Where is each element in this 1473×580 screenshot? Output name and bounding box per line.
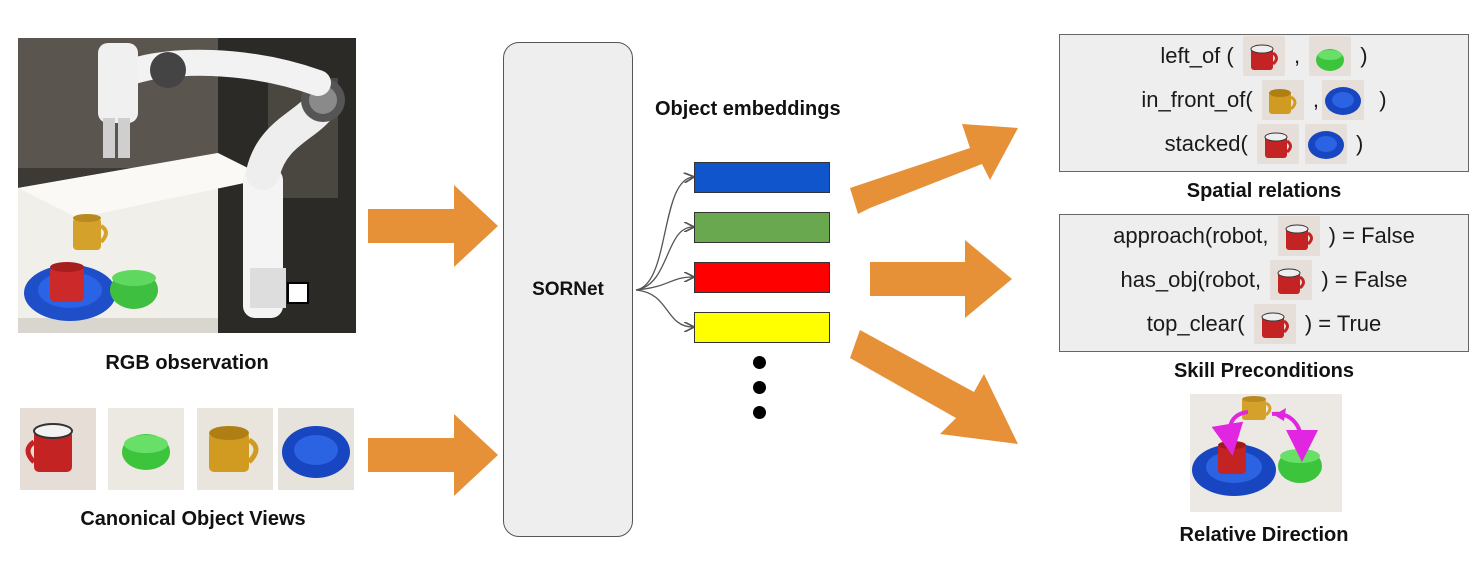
blue-plate-thumbnail <box>1304 124 1347 164</box>
yellow-mug-thumbnail <box>1261 80 1304 120</box>
output-arrow-spatial <box>850 124 1018 214</box>
relation-text: , <box>1306 87 1320 112</box>
relation-text: ) <box>1349 131 1364 156</box>
skill-precondition-has-obj: has_obj(robot, ) = False <box>1060 259 1468 301</box>
skill-precondition-approach: approach(robot, ) = False <box>1060 215 1468 257</box>
ellipsis-dot <box>753 356 766 369</box>
relative-direction-caption: Relative Direction <box>1179 524 1349 546</box>
skill-preconditions-caption: Skill Preconditions <box>1173 360 1355 382</box>
spatial-relation-left-of: left_of ( , ) <box>1060 35 1468 77</box>
relation-text: left_of ( <box>1160 43 1240 68</box>
canonical-view-yellow-mug <box>197 408 273 490</box>
green-bowl-thumbnail <box>1309 36 1352 76</box>
red-mug-thumbnail <box>1277 216 1320 256</box>
sornet-label: SORNet <box>532 279 604 300</box>
canonical-view-blue-plate <box>278 408 354 490</box>
canonical-view-green-bowl <box>108 408 184 490</box>
spatial-relation-stacked: stacked( ) <box>1060 123 1468 165</box>
ellipsis-dot <box>753 381 766 394</box>
blue-plate-thumbnail <box>1322 80 1365 120</box>
embedding-bar <box>694 162 830 193</box>
precondition-text: has_obj(robot, <box>1120 267 1268 292</box>
object-embeddings-caption: Object embeddings <box>655 98 841 120</box>
embedding-bar <box>694 262 830 293</box>
precondition-text: approach(robot, <box>1113 223 1275 248</box>
red-mug-thumbnail <box>1270 260 1313 300</box>
relative-direction-image <box>1190 394 1342 512</box>
relation-text: ) <box>1354 43 1368 68</box>
relation-text: , <box>1287 43 1307 68</box>
output-arrow-relative <box>850 330 1018 444</box>
spatial-relations-panel: left_of ( , ) in_front_of( , ) stacked( … <box>1059 34 1469 172</box>
red-mug-thumbnail <box>1242 36 1285 76</box>
relation-text: in_front_of( <box>1141 87 1259 112</box>
input-arrow-views <box>368 414 498 496</box>
canonical-view-red-mug <box>20 408 96 490</box>
embedding-connectors <box>635 165 700 340</box>
rgb-observation-caption: RGB observation <box>105 352 269 374</box>
rgb-observation-image <box>18 38 356 333</box>
precondition-text: ) = False <box>1322 223 1415 248</box>
relation-text: stacked( <box>1164 131 1254 156</box>
output-arrow-skill <box>870 240 1012 318</box>
red-mug-thumbnail <box>1253 304 1296 344</box>
canonical-views-caption: Canonical Object Views <box>80 508 306 530</box>
relation-text: ) <box>1367 87 1387 112</box>
skill-preconditions-panel: approach(robot, ) = False has_obj(robot,… <box>1059 214 1469 352</box>
embedding-bar <box>694 312 830 343</box>
input-arrow-rgb <box>368 185 498 267</box>
precondition-text: ) = False <box>1315 267 1408 292</box>
red-mug-thumbnail <box>1256 124 1299 164</box>
spatial-relation-in-front-of: in_front_of( , ) <box>1060 79 1468 121</box>
precondition-text: top_clear( <box>1146 311 1251 336</box>
spatial-relations-caption: Spatial relations <box>1186 180 1342 202</box>
ellipsis-dot <box>753 406 766 419</box>
precondition-text: ) = True <box>1298 311 1382 336</box>
sornet-model-box <box>503 42 633 537</box>
embedding-bar <box>694 212 830 243</box>
skill-precondition-top-clear: top_clear( ) = True <box>1060 303 1468 345</box>
